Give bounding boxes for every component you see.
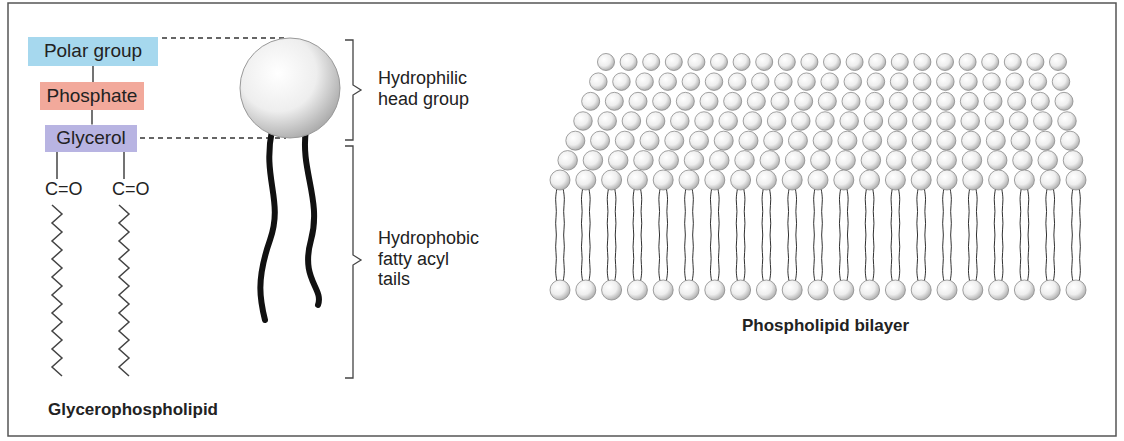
box-label: Glycerol (56, 128, 126, 149)
bracket-label: Hydrophobic fatty acyl tails (378, 228, 483, 290)
bracket (345, 40, 361, 378)
bracket-label: Hydrophilic head group (378, 68, 483, 109)
head-sphere (240, 38, 340, 138)
carbonyl-label: C=O (45, 179, 83, 200)
bond-line (91, 110, 93, 125)
polar-group-box: Polar group (28, 37, 158, 66)
figure-label: Phospholipid bilayer (742, 316, 909, 336)
carbonyl-label: C=O (112, 179, 150, 200)
glycerol-box: Glycerol (45, 125, 137, 152)
bond-line (92, 66, 94, 83)
fatty-acid-chains (52, 205, 129, 376)
bilayer-illustration (550, 54, 1086, 301)
box-label: Polar group (44, 41, 142, 62)
glycerol-bonds (57, 152, 124, 179)
box-label: Phosphate (47, 86, 138, 107)
frame (8, 3, 1116, 436)
lipid-tails (260, 130, 319, 320)
figure-label: Glycerophospholipid (48, 400, 218, 420)
phosphate-box: Phosphate (40, 82, 144, 110)
